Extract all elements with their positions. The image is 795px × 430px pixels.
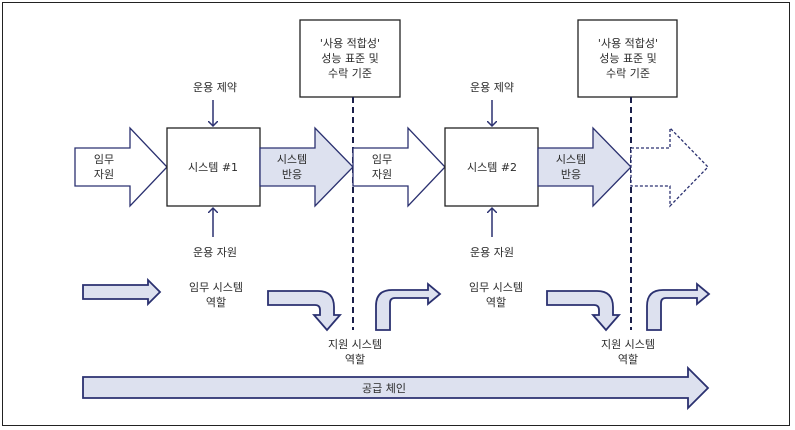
standard-box-2-line-1: '사용 적합성' <box>597 37 659 50</box>
output-arrow-2-label: 시스템 반응 <box>556 152 586 182</box>
supply-chain-label: 공급 체인 <box>362 382 406 395</box>
support-role-down-arrow-2 <box>546 290 621 332</box>
support-role-down-arrow-1 <box>267 290 342 332</box>
support-role-1-line-2: 역할 <box>344 353 366 366</box>
mission-role-1-line-1: 임무 시스템 <box>188 281 244 294</box>
standard-box-2-line-2: 성능 표준 및 <box>599 52 657 65</box>
support-role-1-line-1: 지원 시스템 <box>327 338 383 351</box>
standard-box-1-line-1: '사용 적합성' <box>319 37 381 50</box>
diagram-frame <box>2 2 790 426</box>
mission-role-label-2: 임무 시스템 역할 <box>469 280 523 310</box>
mission-role-label-1: 임무 시스템 역할 <box>189 280 243 310</box>
support-role-label-1: 지원 시스템 역할 <box>328 337 382 367</box>
standard-box-2-line-3: 수락 기준 <box>606 67 650 80</box>
support-label-2: 운용 자원 <box>470 246 514 259</box>
support-role-2-line-1: 지원 시스템 <box>600 338 656 351</box>
support-label-1: 운용 자원 <box>193 246 237 259</box>
constraint-label-2: 운용 제약 <box>470 81 514 94</box>
input-arrow-1-line-1: 임무 <box>93 153 115 166</box>
output-arrow-1-label: 시스템 반응 <box>277 152 307 182</box>
continuation-arrow <box>630 126 709 208</box>
support-role-2-line-2: 역할 <box>617 353 639 366</box>
output-arrow-2-line-2: 반응 <box>560 168 582 181</box>
standard-box-2 <box>577 19 678 98</box>
input-arrow-1-label: 임무 자원 <box>94 152 114 182</box>
input-arrow-2 <box>352 126 446 208</box>
support-role-label-2: 지원 시스템 역할 <box>601 337 655 367</box>
output-arrow-2 <box>537 126 632 208</box>
mission-role-arrow-1 <box>82 277 162 307</box>
standard-box-1-line-3: 수락 기준 <box>328 67 372 80</box>
system-box-1 <box>166 127 261 207</box>
input-arrow-2-line-2: 자원 <box>371 168 393 181</box>
input-arrow-2-label: 임무 자원 <box>372 152 392 182</box>
support-role-up-arrow-1 <box>375 282 442 331</box>
output-arrow-1 <box>259 126 354 208</box>
system-2-label: 시스템 #2 <box>466 161 518 174</box>
supply-chain-arrow <box>82 365 710 411</box>
standard-box-1 <box>299 19 401 98</box>
output-arrow-2-line-1: 시스템 <box>555 153 587 166</box>
input-arrow-1-line-2: 자원 <box>93 168 115 181</box>
input-arrow-2-line-1: 임무 <box>371 153 393 166</box>
system-box-2 <box>444 127 539 207</box>
output-arrow-1-line-1: 시스템 <box>276 153 308 166</box>
mission-role-2-line-2: 역할 <box>485 296 507 309</box>
input-arrow-1 <box>74 126 168 208</box>
output-arrow-1-line-2: 반응 <box>281 168 303 181</box>
standard-box-1-line-2: 성능 표준 및 <box>321 52 379 65</box>
mission-role-1-line-2: 역할 <box>205 296 227 309</box>
standard-box-1-text: '사용 적합성' 성능 표준 및 수락 기준 <box>320 36 380 81</box>
standard-box-2-text: '사용 적합성' 성능 표준 및 수락 기준 <box>598 36 658 81</box>
system-1-label: 시스템 #1 <box>187 161 239 174</box>
mission-role-2-line-1: 임무 시스템 <box>468 281 524 294</box>
support-role-up-arrow-2 <box>646 282 711 331</box>
constraint-label-1: 운용 제약 <box>193 81 237 94</box>
